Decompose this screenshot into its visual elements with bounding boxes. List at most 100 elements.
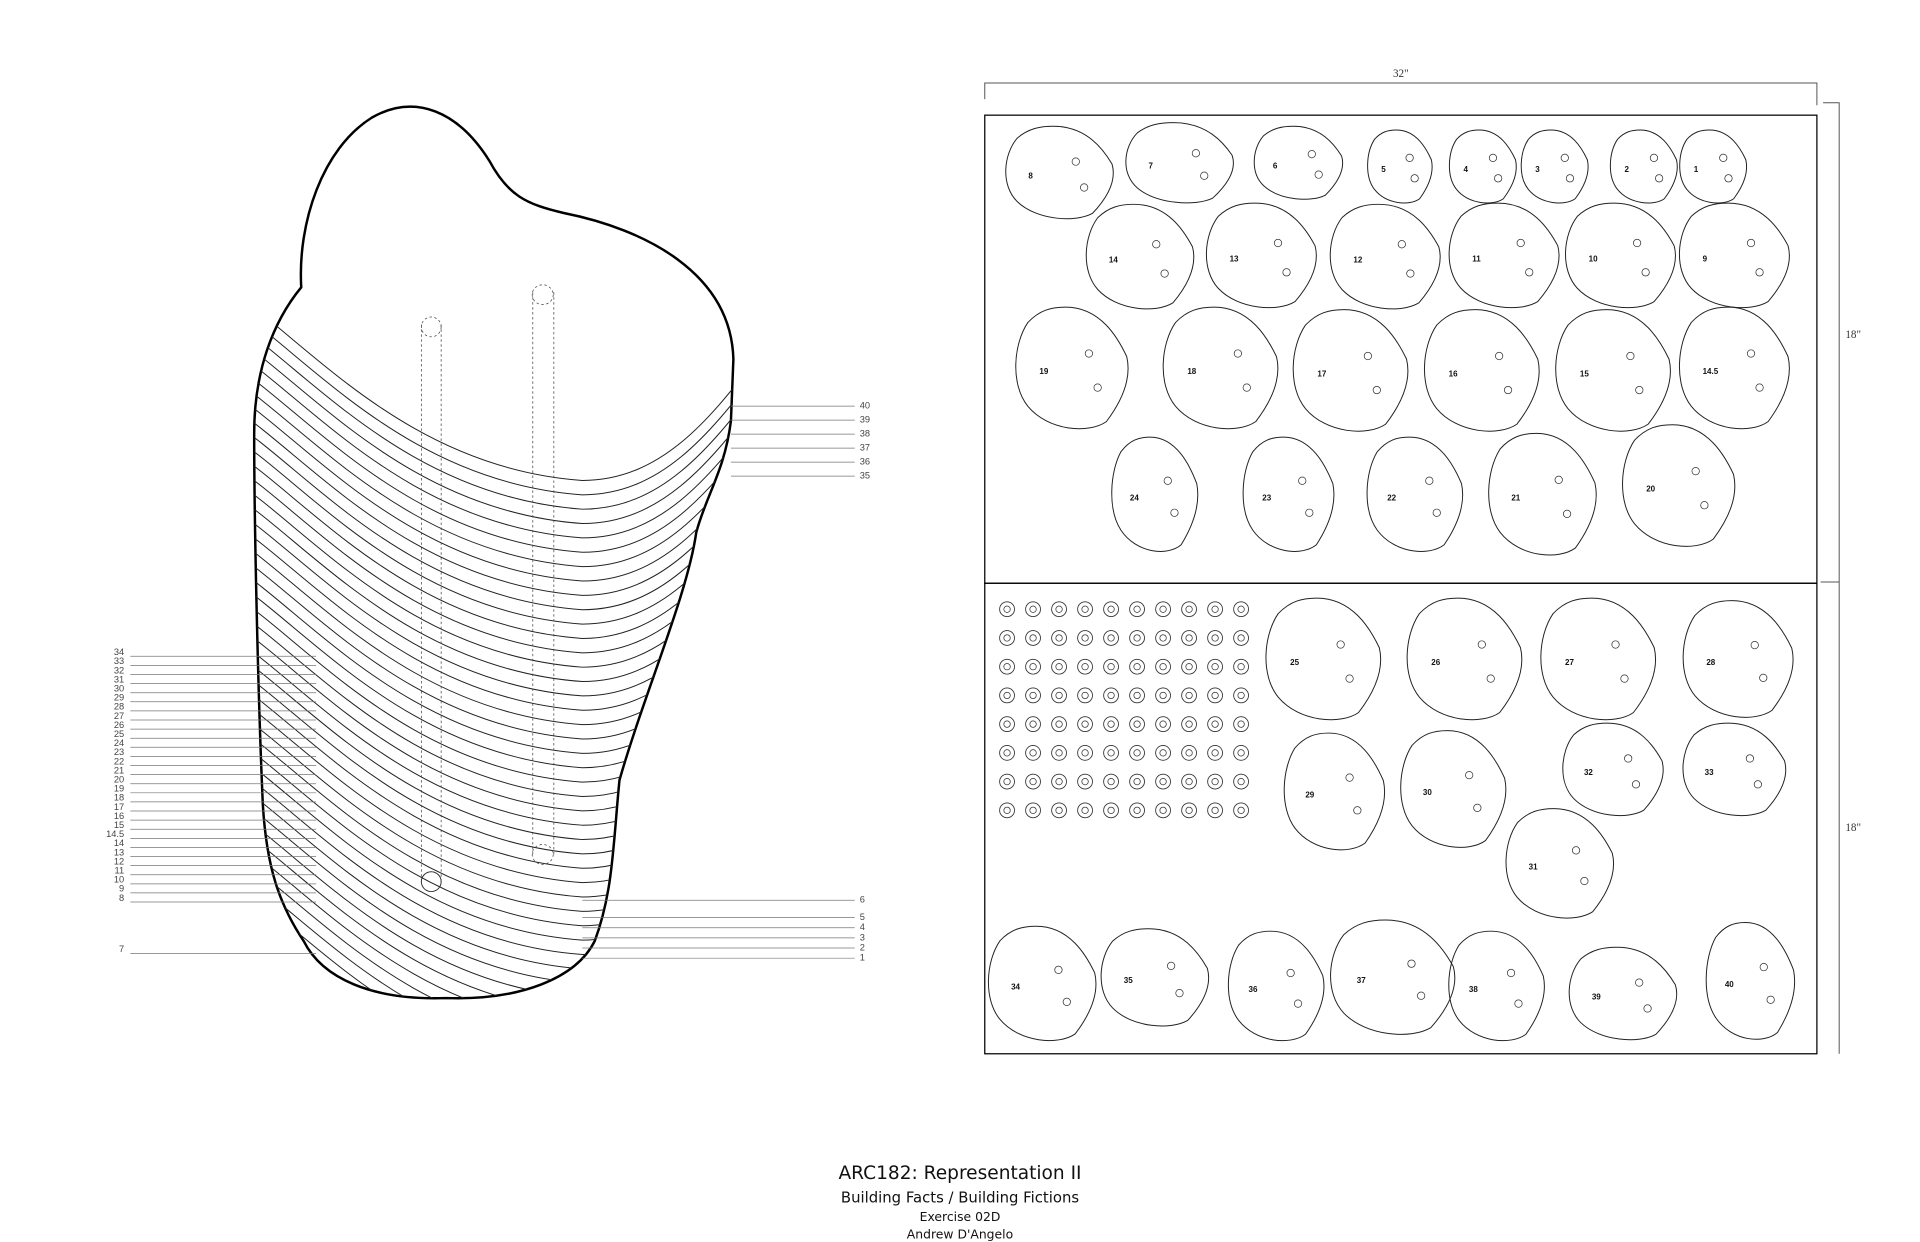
piece-outline	[1329, 203, 1441, 310]
level-label: 16	[114, 811, 124, 821]
cut-piece: 2	[1609, 129, 1678, 204]
piece-number: 29	[1305, 790, 1314, 799]
piece-number: 24	[1130, 493, 1139, 502]
washer	[1181, 687, 1197, 704]
washer	[1207, 601, 1223, 618]
piece-number: 33	[1705, 768, 1714, 777]
washer-hole	[1133, 749, 1141, 757]
dowel-hole	[1397, 240, 1406, 249]
level-label: 32	[114, 665, 124, 675]
piece-number: 12	[1353, 256, 1362, 265]
washer-hole	[1107, 778, 1115, 786]
level-label: 36	[860, 457, 870, 467]
washer-hole	[1055, 634, 1063, 642]
dowel-hole	[1273, 238, 1283, 248]
dowel-hole	[1755, 268, 1764, 277]
cut-piece: 12	[1329, 203, 1441, 310]
cut-piece: 34	[987, 925, 1097, 1042]
piece-outline	[1448, 930, 1545, 1042]
piece-outline	[1125, 122, 1234, 204]
piece-number: 14	[1109, 256, 1118, 265]
piece-outline	[1100, 928, 1210, 1027]
washer	[1181, 658, 1197, 675]
washer	[1051, 716, 1067, 733]
washer-hole	[1107, 691, 1115, 700]
piece-number: 4	[1463, 165, 1468, 174]
level-label: 6	[860, 895, 865, 905]
dowel-hole	[1191, 149, 1200, 158]
piece-number: 17	[1317, 369, 1326, 378]
cut-piece: 3	[1520, 129, 1589, 204]
cut-piece: 24	[1111, 436, 1199, 552]
piece-outline	[1005, 125, 1114, 220]
washer-hole	[1003, 663, 1011, 671]
piece-number: 16	[1449, 369, 1458, 378]
piece-number: 27	[1565, 658, 1574, 667]
piece-number: 9	[1703, 254, 1708, 263]
piece-number: 5	[1381, 165, 1386, 174]
piece-number: 18	[1187, 367, 1196, 376]
dowel-hole	[1054, 965, 1063, 974]
washer-hole	[1159, 691, 1167, 700]
cut-piece: 38	[1448, 930, 1545, 1042]
washer-hole	[1185, 749, 1193, 757]
washer-hole	[1003, 806, 1011, 814]
washer	[1155, 687, 1171, 704]
dowel-hole	[1620, 674, 1629, 683]
piece-outline	[1505, 808, 1614, 919]
washer	[1181, 716, 1197, 733]
washer	[1077, 601, 1093, 618]
level-label: 27	[114, 711, 124, 721]
washer-hole	[1133, 806, 1141, 814]
cut-piece: 37	[1330, 919, 1456, 1035]
washer-hole	[1211, 663, 1219, 671]
dowel-hole	[1233, 349, 1242, 358]
exercise-label: Exercise 02D	[920, 1210, 1001, 1224]
dowel-hole	[1175, 989, 1184, 998]
washer-hole	[1081, 663, 1089, 671]
washer	[1207, 716, 1223, 733]
dowel-hole	[1363, 351, 1372, 361]
cut-piece: 17	[1292, 309, 1409, 432]
washer	[1207, 658, 1223, 675]
washer	[1103, 601, 1119, 618]
dowel-hole	[1345, 674, 1354, 683]
slice-edge	[254, 323, 734, 510]
piece-outline	[1400, 730, 1507, 848]
washer	[1207, 802, 1223, 819]
washer	[1025, 658, 1041, 675]
dowel-hole	[1753, 780, 1762, 789]
washer-hole	[1159, 605, 1167, 613]
washer	[1077, 745, 1093, 761]
washer-hole	[1107, 720, 1115, 728]
dowel-hole	[1655, 174, 1664, 183]
washer-hole	[1185, 778, 1193, 786]
washer	[1155, 745, 1171, 761]
washer	[1233, 630, 1249, 646]
piece-number: 3	[1535, 165, 1540, 174]
piece-number: 30	[1423, 788, 1432, 797]
washer-hole	[1133, 720, 1141, 728]
washer	[1155, 658, 1171, 675]
washer-hole	[1081, 749, 1089, 757]
washer-hole	[1237, 778, 1245, 786]
piece-number: 34	[1011, 982, 1020, 991]
dowel-hole	[1336, 640, 1345, 649]
cut-piece: 14.5	[1678, 306, 1790, 430]
slice-edge	[254, 351, 734, 539]
washer-hole	[1055, 605, 1063, 613]
level-label: 23	[114, 747, 124, 757]
washer	[1025, 687, 1041, 704]
dowel-hole	[1345, 773, 1354, 782]
washer	[1155, 630, 1171, 646]
cut-piece: 21	[1488, 432, 1597, 556]
piece-outline	[1283, 732, 1385, 851]
dowel-hole	[1314, 170, 1323, 179]
author-name: Andrew D'Angelo	[907, 1227, 1013, 1241]
piece-outline	[1111, 436, 1199, 552]
level-label: 18	[114, 793, 124, 803]
washer	[1025, 773, 1041, 790]
dowel-hole	[1167, 961, 1176, 970]
tower-silhouette	[252, 105, 735, 1000]
cut-piece: 30	[1400, 730, 1507, 848]
